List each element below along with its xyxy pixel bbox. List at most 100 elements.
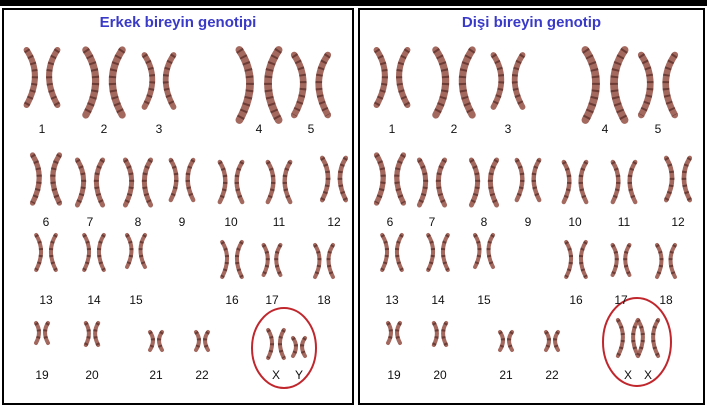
chromosome-9: [171, 160, 193, 200]
chromosome-18: [657, 245, 675, 277]
chromosome-7: [419, 160, 444, 205]
chromosome-label: 12: [327, 215, 340, 229]
chromosome-8: [125, 160, 150, 205]
chromosome-6: [377, 155, 404, 203]
chromosome-11: [613, 162, 635, 202]
chromosome-label: 7: [429, 215, 436, 229]
chromosome-20: [86, 323, 98, 345]
chromosome-22: [546, 332, 558, 350]
chromosome-2: [86, 50, 122, 115]
chromosome-label: 18: [659, 293, 672, 307]
chromosome-label: X: [272, 368, 280, 382]
chromosome-11: [268, 162, 290, 202]
female-chromosomes: [360, 10, 703, 403]
chromosome-3: [493, 55, 522, 107]
chromosome-23: [268, 330, 284, 358]
chromosome-label: 1: [389, 122, 396, 136]
chromosome-label: 11: [618, 215, 630, 229]
chromosome-9: [517, 160, 539, 200]
chromosome-label: 3: [156, 122, 163, 136]
chromosome-2: [436, 50, 472, 115]
chromosome-label: 6: [43, 215, 50, 229]
chromosome-label: 13: [39, 293, 52, 307]
chromosome-12: [666, 158, 690, 200]
chromosome-label: 4: [602, 122, 609, 136]
chromosome-13: [382, 235, 402, 270]
chromosome-24: [638, 320, 658, 356]
chromosome-label: 2: [101, 122, 108, 136]
chromosome-label: 10: [224, 215, 237, 229]
chromosome-21: [500, 332, 512, 350]
male-chromosomes: [4, 10, 352, 403]
chromosome-label: 3: [505, 122, 512, 136]
chromosome-label: 1: [39, 122, 46, 136]
chromosome-label: 21: [149, 368, 162, 382]
chromosome-label: 12: [671, 215, 684, 229]
chromosome-label: 8: [135, 215, 142, 229]
chromosome-label: 18: [317, 293, 330, 307]
chromosome-label: 8: [481, 215, 488, 229]
chromosome-4: [239, 50, 278, 120]
top-bar: [0, 0, 707, 6]
chromosome-4: [585, 50, 624, 120]
chromosome-label: 17: [614, 293, 627, 307]
chromosome-label: 5: [655, 122, 662, 136]
chromosome-label: 16: [225, 293, 238, 307]
chromosome-label: 6: [387, 215, 394, 229]
chromosome-14: [84, 235, 104, 270]
chromosome-label: 9: [179, 215, 186, 229]
chromosome-10: [220, 162, 242, 202]
chromosome-7: [77, 160, 102, 205]
chromosome-label: 21: [499, 368, 512, 382]
chromosome-17: [264, 245, 281, 275]
chromosome-19: [36, 323, 48, 343]
chromosome-label: 15: [129, 293, 142, 307]
chromosome-label: 14: [431, 293, 444, 307]
chromosome-18: [315, 245, 333, 277]
chromosome-6: [33, 155, 60, 203]
sex-chromosome-circle: [252, 308, 316, 388]
chromosome-17: [613, 245, 630, 275]
chromosome-label: X: [624, 368, 632, 382]
chromosome-label: 17: [265, 293, 278, 307]
sex-chromosome-circle: [603, 298, 671, 386]
chromosome-label: 22: [545, 368, 558, 382]
chromosome-22: [196, 332, 208, 350]
chromosome-label: 5: [308, 122, 315, 136]
chromosome-5: [294, 55, 328, 115]
chromosome-label: 19: [387, 368, 400, 382]
chromosome-label: 7: [87, 215, 94, 229]
chromosome-3: [144, 55, 173, 107]
chromosome-15: [475, 235, 493, 267]
chromosome-label: 16: [569, 293, 582, 307]
chromosome-16: [222, 242, 242, 277]
chromosome-19: [388, 323, 400, 343]
chromosome-label: 19: [35, 368, 48, 382]
chromosome-13: [36, 235, 56, 270]
chromosome-label: 11: [273, 215, 285, 229]
chromosome-label: X: [644, 368, 652, 382]
chromosome-20: [434, 323, 446, 345]
chromosome-label: 4: [256, 122, 263, 136]
chromosome-14: [428, 235, 448, 270]
chromosome-label: 15: [477, 293, 490, 307]
chromosome-label: 9: [525, 215, 532, 229]
chromosome-label: 20: [433, 368, 446, 382]
chromosome-16: [566, 242, 586, 277]
chromosome-label: 14: [87, 293, 100, 307]
chromosome-label: 10: [568, 215, 581, 229]
chromosome-1: [377, 50, 408, 105]
chromosome-10: [564, 162, 586, 202]
chromosome-label: 20: [85, 368, 98, 382]
chromosome-5: [641, 55, 675, 115]
chromosome-12: [322, 158, 346, 200]
chromosome-21: [150, 332, 162, 350]
chromosome-1: [27, 50, 58, 105]
chromosome-label: 2: [451, 122, 458, 136]
chromosome-8: [471, 160, 496, 205]
chromosome-label: Y: [295, 368, 303, 382]
chromosome-23: [618, 320, 638, 356]
chromosome-label: 22: [195, 368, 208, 382]
